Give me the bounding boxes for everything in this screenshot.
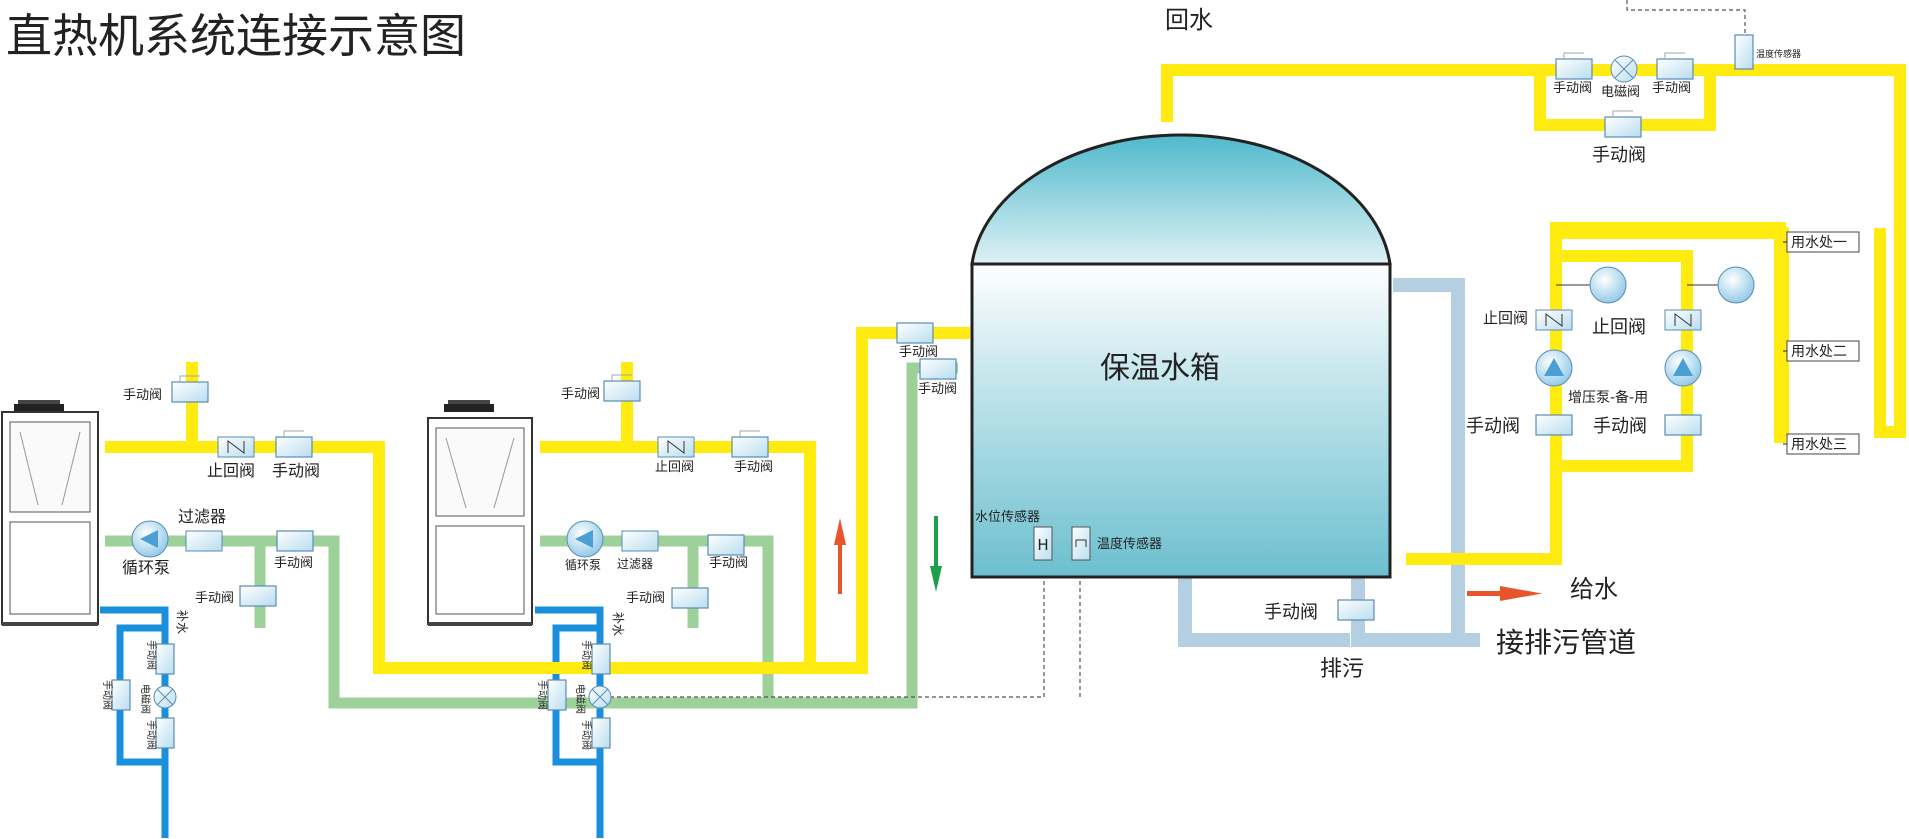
tank-label: 保温水箱: [1100, 351, 1220, 386]
manual-valve-label: 手动阀: [123, 388, 162, 403]
manual-valve-label: 手动阀: [536, 680, 549, 710]
circ-pump-label: 循环泵: [122, 558, 170, 577]
manual-valve-label: 手动阀: [561, 387, 600, 402]
booster-pumps-label: 增压泵-备-用: [1568, 389, 1648, 406]
manual-valve-label: 手动阀: [899, 345, 938, 360]
level-sensor-label: 水位传感器: [975, 509, 1040, 525]
check-valve-label: 止回阀: [1483, 309, 1528, 327]
manual-valve-label: 手动阀: [101, 680, 114, 710]
outlet-2-label: 用水处二: [1791, 344, 1847, 360]
check-valve-label: 止回阀: [207, 461, 255, 480]
manual-valve-label: 手动阀: [274, 556, 313, 571]
manual-valve-label: 手动阀: [1553, 81, 1592, 96]
booster-pump-icons: [1535, 349, 1702, 387]
diagram-title: 直热机系统连接示意图: [6, 9, 466, 63]
circ-pump-label: 循环泵: [565, 558, 601, 572]
level-sensor-icon: H: [1033, 526, 1053, 561]
down-arrow-icon: [930, 516, 942, 592]
manual-valve-label: 手动阀: [734, 460, 773, 475]
check-valve-icons: [217, 309, 1702, 458]
manual-valve-label: 手动阀: [1592, 145, 1646, 166]
up-arrow-icon: [834, 518, 846, 594]
manual-valve-label: 手动阀: [145, 640, 158, 670]
filter-icons: [185, 530, 659, 552]
manual-valve-label: 手动阀: [580, 720, 593, 750]
solenoid-valve-icons: [153, 55, 1638, 709]
manual-valve-label: 手动阀: [272, 461, 320, 480]
check-valve-label: 止回阀: [655, 460, 694, 475]
supply-arrow-icon: [1467, 586, 1542, 601]
manual-valve-label: 手动阀: [145, 720, 158, 750]
manual-valve-label: 手动阀: [580, 640, 593, 670]
manual-valve-label: 手动阀: [626, 591, 665, 606]
temp-sensor-label: 温度传感器: [1756, 48, 1801, 60]
circulation-pump-icons: [131, 520, 604, 558]
solenoid-valve-label: 电磁阀: [574, 684, 587, 714]
level-sensor-wire: [600, 560, 1045, 698]
solenoid-valve-label: 电磁阀: [1601, 85, 1640, 100]
manual-valve-label: 手动阀: [1652, 81, 1691, 96]
temp-sensor-icon: [1071, 526, 1091, 561]
overflow-pipe: [1393, 278, 1465, 640]
drain-label: 排污: [1320, 657, 1364, 682]
makeup-water-label: 补水: [611, 612, 625, 636]
svg-text:H: H: [1037, 536, 1048, 554]
insulated-water-tank: [970, 133, 1392, 579]
manual-valve-label: 手动阀: [195, 591, 234, 606]
pressure-gauge-icons: [1556, 266, 1755, 304]
filter-label: 过滤器: [178, 507, 226, 526]
drain-pipe-label: 接排污管道: [1496, 626, 1636, 659]
manual-valve-icons: [111, 34, 1754, 749]
heat-pump-unit-1: [1, 400, 99, 626]
outlet-1-label: 用水处一: [1791, 235, 1847, 251]
manual-valve-label: 手动阀: [1466, 416, 1520, 437]
outlet-riser: [1556, 222, 1786, 443]
manual-valve-label: 手动阀: [918, 382, 957, 397]
manual-valve-label: 手动阀: [709, 556, 748, 571]
supply-water-label: 给水: [1570, 575, 1618, 603]
solenoid-valve-label: 电磁阀: [139, 684, 152, 714]
manual-valve-label: 手动阀: [1264, 602, 1318, 623]
drain-outlet-pipe: [1351, 577, 1470, 647]
filter-label: 过滤器: [617, 557, 653, 571]
check-valve-label: 止回阀: [1592, 317, 1646, 338]
heat-pump-unit-2: [427, 400, 533, 626]
outlet-3-label: 用水处三: [1791, 437, 1847, 453]
manual-valve-label: 手动阀: [1593, 416, 1647, 437]
outlet-boxes: [1786, 231, 1860, 455]
temp-sensor-label: 温度传感器: [1097, 536, 1162, 552]
return-water-label: 回水: [1165, 6, 1213, 34]
makeup-water-label: 补水: [175, 610, 189, 634]
